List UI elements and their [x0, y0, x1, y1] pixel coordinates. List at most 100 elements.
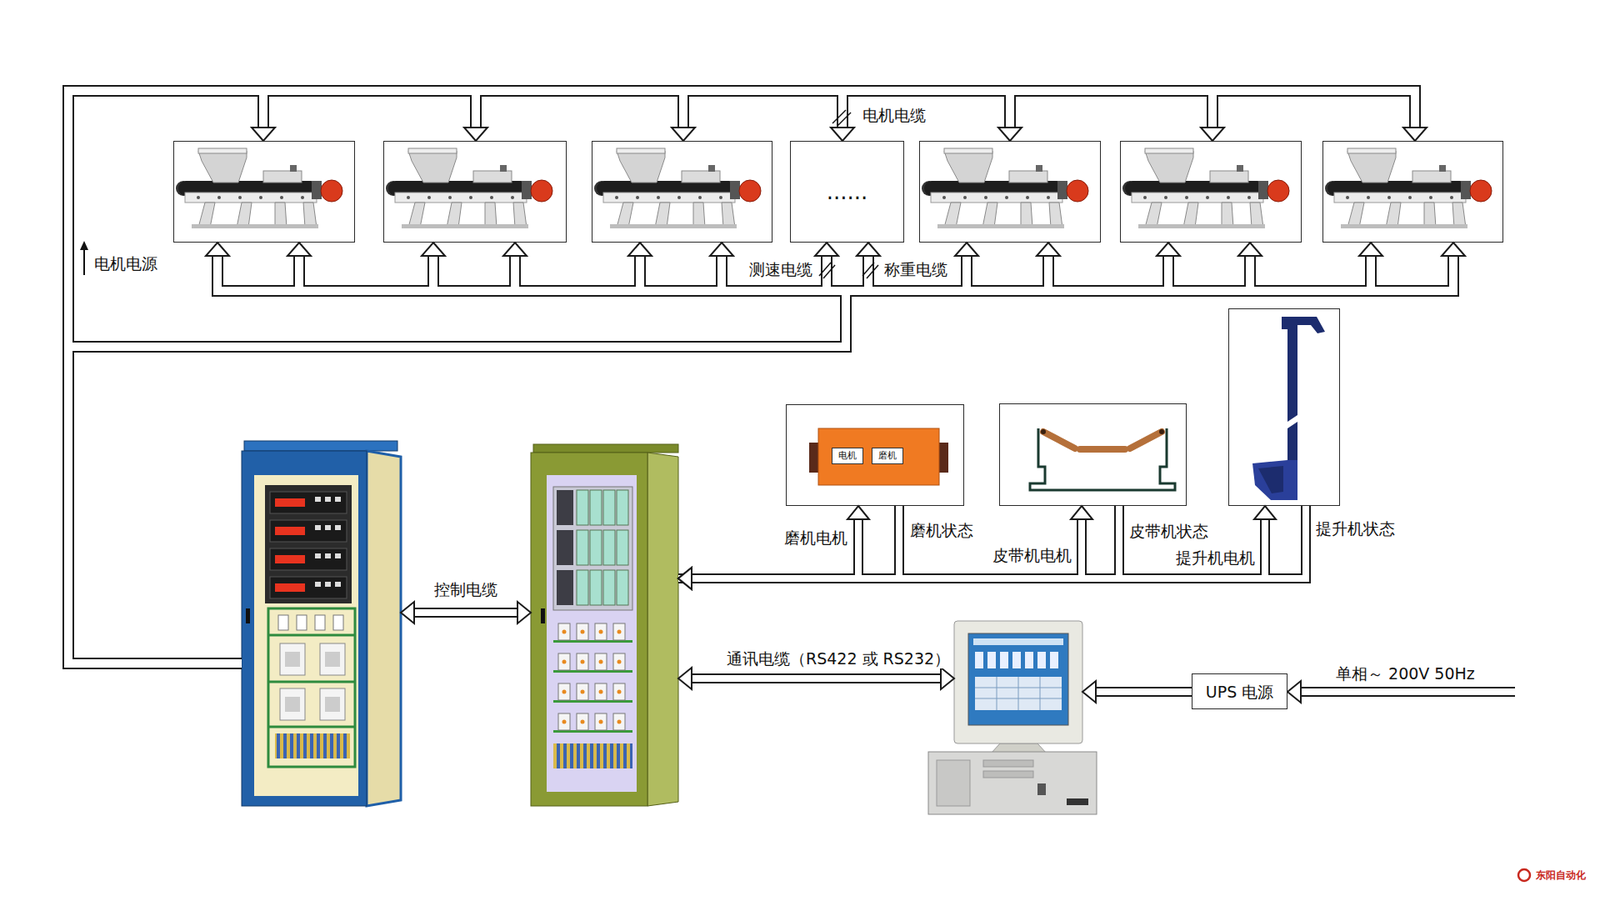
cable-slash [866, 265, 879, 279]
arrow-head [205, 242, 230, 256]
belt-idler-drawing [1130, 431, 1162, 449]
plc-cabinet-drawing [556, 490, 574, 525]
cable-pipe [68, 255, 1049, 664]
plc-cabinet-drawing [562, 660, 567, 665]
plc-cabinet-drawing [562, 630, 567, 635]
connector-outlines [68, 90, 1454, 692]
node-text: 磨机 [878, 450, 897, 461]
cable-pipe [68, 255, 869, 664]
cable-pipe [68, 255, 1169, 664]
cable-pipe [691, 505, 900, 579]
node-text: 电机 [838, 450, 857, 461]
cable-pipe [691, 505, 1306, 579]
cable-slash [819, 110, 879, 279]
feeder-box [173, 140, 355, 243]
cable-slash [832, 110, 846, 124]
weighing-cabinet-drawing [270, 520, 347, 542]
cable-slash [862, 262, 875, 276]
arrow-head [1200, 127, 1225, 141]
cable-label: 皮带机电机 [990, 545, 1075, 565]
computer-drawing [928, 751, 1097, 815]
node-text: ...... [826, 179, 869, 205]
plc-cabinet-drawing [595, 623, 607, 640]
plc-cabinet-drawing [553, 486, 633, 610]
plc-cabinet-drawing [533, 444, 679, 453]
plc-cabinet-drawing [603, 570, 615, 605]
cable-pipe [1095, 686, 1192, 697]
feeder-illustrations [175, 148, 1492, 229]
power-input-pipe [1287, 680, 1515, 703]
power-direction-arrow [80, 240, 89, 250]
weighing-cabinet-drawing [335, 553, 341, 559]
cable-label: 提升机状态 [1313, 518, 1398, 539]
plc-cabinet-drawing [595, 713, 607, 730]
belt-conveyor-box [999, 403, 1187, 506]
cable-pipe [691, 673, 941, 684]
cable-pipe-core [691, 505, 1306, 579]
computer-drawing [1012, 651, 1021, 669]
weighing-cabinet-drawing [285, 651, 300, 667]
power-direction-arrow [83, 248, 85, 275]
plc-cabinet-drawing [603, 490, 615, 525]
weighing-cabinet-drawing [241, 440, 401, 806]
plc-cabinet-drawing [613, 683, 625, 700]
cable-pipe [678, 519, 859, 579]
cable-label: 磨机电机 [781, 527, 850, 548]
weighing-control-cabinet [241, 440, 401, 806]
computer-drawing [983, 770, 1034, 778]
mill-drawing [818, 428, 940, 485]
weighing-cabinet-drawing [333, 615, 344, 630]
weighing-cabinet-drawing [320, 643, 345, 675]
plc-cabinet-drawing [576, 530, 589, 565]
arrow-head [1441, 242, 1465, 256]
feeder-illustrations [594, 148, 761, 229]
arrow-head [251, 127, 275, 141]
arrow-head [1070, 505, 1093, 520]
cable-pipe [68, 255, 846, 664]
cable-pipe-core [68, 255, 967, 664]
plc-cabinet-drawing [590, 570, 602, 605]
plc-cabinet-drawing [599, 660, 604, 665]
cable-pipe-core [68, 255, 1169, 664]
bucket-elevator-box [1228, 308, 1340, 506]
arrow-head [628, 242, 652, 256]
cable-label: 电机电缆 [860, 105, 929, 125]
weighing-cabinet-drawing [315, 525, 321, 530]
mill-drawing [938, 442, 949, 473]
mill-tag: 磨机 [871, 447, 904, 465]
computer-drawing [1025, 651, 1034, 669]
weighing-cabinet-drawing [315, 553, 321, 559]
cable-label: 称重电缆 [881, 259, 950, 280]
plc-cabinet-drawing [580, 690, 585, 695]
cable-pipe-core [68, 255, 846, 664]
plc-cabinet-drawing [595, 653, 607, 670]
mill-drawing [809, 428, 949, 485]
plc-cabinet-drawing [590, 530, 602, 565]
cable-pipe [68, 255, 846, 664]
plc-cabinet-drawing [530, 444, 679, 806]
plc-cabinet-drawing [576, 570, 589, 605]
cable-pipe [68, 255, 846, 664]
plc-cabinet-drawing [558, 623, 570, 640]
plc-cabinet-drawing [603, 530, 615, 565]
plc-cabinet-drawing [617, 630, 622, 635]
computer-drawing [954, 620, 1083, 744]
plc-cabinet-drawing [576, 490, 589, 525]
cable-pipe [678, 519, 1265, 579]
plc-cabinet-drawing [576, 713, 589, 730]
cable-label: 提升机电机 [1173, 547, 1258, 568]
cable-slash [837, 112, 851, 126]
plc-cabinet-drawing [580, 660, 585, 665]
plc-cabinet [530, 444, 679, 806]
weighing-cabinet-drawing [325, 696, 340, 712]
cable-pipe-core [691, 675, 941, 682]
weighing-cabinet-drawing [275, 526, 305, 535]
connector-cores [68, 90, 1454, 692]
computer-drawing [1066, 798, 1089, 805]
plc-cabinet-drawing [617, 660, 622, 665]
cable-pipe [691, 505, 1120, 579]
computer-drawing [936, 760, 970, 806]
